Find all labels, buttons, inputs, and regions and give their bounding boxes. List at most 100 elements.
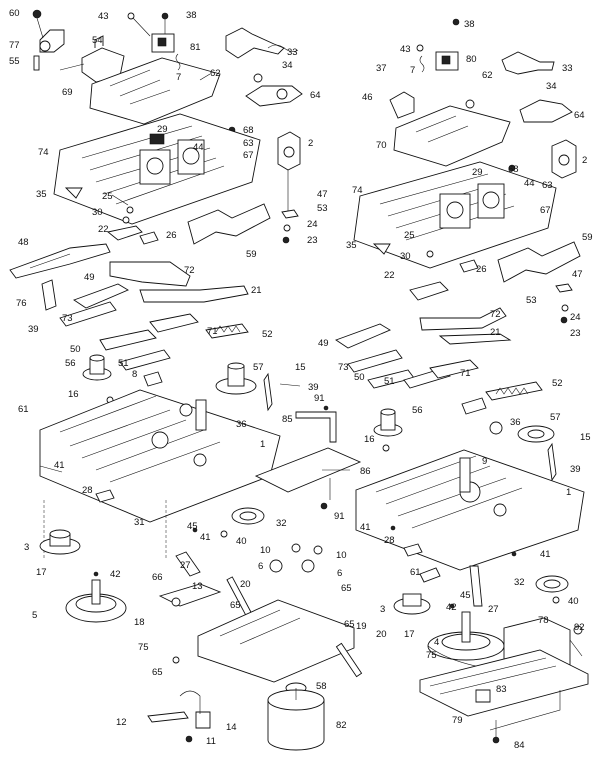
lever-73 [59, 301, 117, 327]
screw-23 [282, 236, 290, 244]
callout-label: 49 [318, 338, 329, 349]
lever-49 [73, 283, 129, 309]
callout-label: 76 [16, 298, 27, 309]
callout-label: 12 [116, 717, 127, 728]
callout-label: 15 [580, 432, 591, 443]
callout-label: 33 [562, 63, 573, 74]
callout-label: 5 [32, 610, 37, 621]
slide-bar-21b [438, 333, 512, 345]
callout-label: 28 [384, 535, 395, 546]
main-deck-1 [39, 389, 281, 523]
callout-label: 61 [18, 404, 29, 415]
callout-label: 58 [316, 681, 327, 692]
part-92 [573, 625, 583, 635]
screw-91 [320, 502, 328, 510]
part-36b [489, 421, 503, 435]
lever-22 [106, 225, 143, 241]
callout-label: 65 [344, 619, 355, 630]
part-26b [459, 259, 479, 273]
callout-label: 73 [62, 313, 73, 324]
callout-label: 68 [243, 125, 254, 136]
callout-label: 21 [251, 285, 262, 296]
callout-label: 75 [426, 650, 437, 661]
lever-22b [409, 281, 449, 301]
arm-27b [469, 565, 483, 607]
screw-60 [32, 9, 42, 19]
washer-24b [561, 304, 569, 312]
callout-label: 45 [460, 590, 471, 601]
callout-label: 13 [192, 581, 203, 592]
callout-label: 29 [472, 167, 483, 178]
screw-38 [161, 12, 169, 20]
callout-label: 82 [336, 720, 347, 731]
callout-label: 26 [166, 230, 177, 241]
washer-40 [220, 530, 228, 538]
callout-label: 39 [570, 464, 581, 475]
callout-label: 51 [118, 358, 129, 369]
part-53b [555, 283, 573, 293]
frame-79 [419, 649, 589, 717]
callout-label: 72 [184, 265, 195, 276]
arm-15b [547, 442, 557, 482]
callout-label: 26 [476, 264, 487, 275]
motor-82 [267, 699, 325, 751]
callout-label: 4 [434, 637, 439, 648]
callout-label: 33 [287, 47, 298, 58]
callout-label: 77 [9, 40, 20, 51]
callout-label: 16 [364, 434, 375, 445]
callout-label: 91 [334, 511, 345, 522]
callout-label: 55 [9, 56, 20, 67]
callout-label: 56 [65, 358, 76, 369]
callout-label: 65 [152, 667, 163, 678]
callout-label: 34 [546, 81, 557, 92]
callout-label: 32 [276, 518, 287, 529]
callout-label: 73 [338, 362, 349, 373]
callout-label: 40 [236, 536, 247, 547]
callout-label: 41 [54, 460, 65, 471]
callout-label: 23 [307, 235, 318, 246]
callout-label: 24 [570, 312, 581, 323]
callout-label: 74 [352, 185, 363, 196]
callout-label: 56 [412, 405, 423, 416]
callout-label: 67 [243, 150, 254, 161]
callout-label: 47 [572, 269, 583, 280]
washer-24 [283, 224, 291, 232]
callout-label: 27 [180, 560, 191, 571]
callout-label: 1 [566, 487, 571, 498]
spring-arm-52 [205, 323, 249, 339]
callout-label: 86 [360, 466, 371, 477]
lever-71b [429, 359, 479, 379]
callout-label: 8 [132, 369, 137, 380]
callout-label: 67 [540, 205, 551, 216]
part-26 [139, 231, 159, 245]
callout-label: 42 [446, 602, 457, 613]
roller-6 [269, 559, 283, 573]
right-subassembly [335, 18, 589, 744]
main-deck-1b [355, 449, 585, 571]
washer-43b [416, 44, 424, 52]
callout-label: 46 [362, 92, 373, 103]
slider-72 [109, 261, 191, 287]
callout-label: 11 [206, 736, 216, 747]
lever-50 [99, 329, 157, 351]
callout-label: 16 [68, 389, 79, 400]
washer-34 [253, 73, 263, 83]
callout-label: 85 [282, 414, 293, 425]
callout-label: 39 [308, 382, 319, 393]
callout-label: 71 [460, 368, 471, 379]
callout-label: 18 [134, 617, 145, 628]
callout-label: 14 [226, 722, 237, 733]
callout-label: 37 [376, 63, 387, 74]
callout-label: 50 [70, 344, 81, 355]
callout-label: 43 [98, 11, 109, 22]
part-8 [143, 371, 163, 387]
callout-label: 52 [262, 329, 273, 340]
callout-label: 92 [574, 622, 585, 633]
callout-label: 54 [92, 35, 103, 46]
callout-label: 15 [295, 362, 306, 373]
callout-label: 34 [282, 60, 293, 71]
callout-label: 19 [356, 621, 367, 632]
part-28b [403, 543, 423, 557]
callout-label: 49 [84, 272, 95, 283]
